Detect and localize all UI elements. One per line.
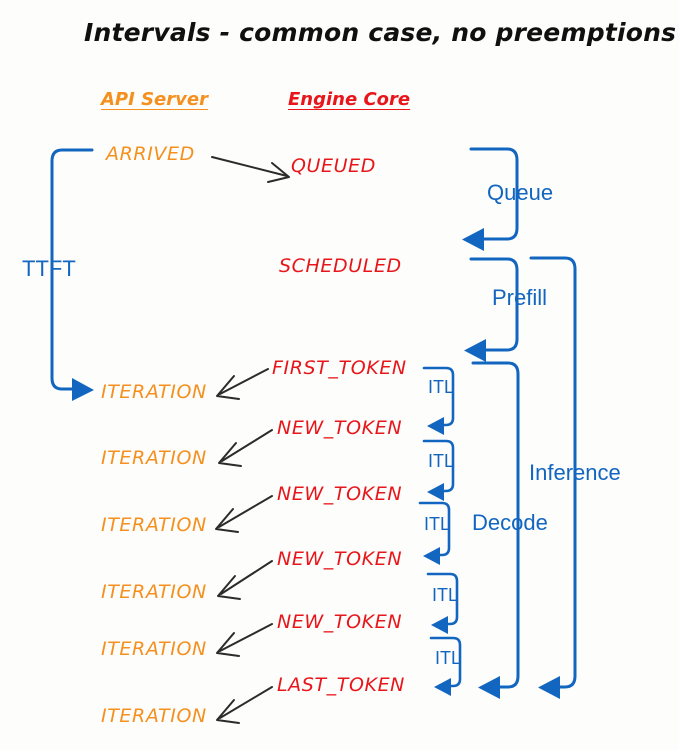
bracket-prefill <box>464 257 519 362</box>
engine-state-new-token-2: NEW_TOKEN <box>277 483 403 505</box>
interval-label-queue: Queue <box>487 180 554 205</box>
api-state-iteration-4: ITERATION <box>101 581 207 603</box>
arrow-last-token-to-iteration <box>216 686 273 724</box>
bracket-inference <box>529 256 577 699</box>
itl-label-1: ITL <box>428 377 455 397</box>
arrow-new-token-3-to-iteration <box>217 560 273 600</box>
itl-label-2: ITL <box>428 451 455 471</box>
engine-state-new-token-1: NEW_TOKEN <box>277 417 403 439</box>
itl-label-3: ITL <box>424 514 451 534</box>
engine-state-scheduled: SCHEDULED <box>279 255 402 277</box>
interval-label-prefill: Prefill <box>492 285 548 310</box>
bracket-queue <box>462 147 519 251</box>
column-header-api-server: API Server <box>101 89 208 110</box>
bracket-itl-3 <box>418 501 451 565</box>
arrow-new-token-4-to-iteration <box>216 623 273 657</box>
engine-state-last-token: LAST_TOKEN <box>277 674 405 696</box>
column-header-engine-core: Engine Core <box>288 89 411 110</box>
api-state-iteration-1: ITERATION <box>101 381 207 403</box>
engine-state-new-token-4: NEW_TOKEN <box>277 611 403 633</box>
arrow-first-token-to-iteration <box>216 368 269 400</box>
arrow-new-token-2-to-iteration <box>215 495 273 533</box>
interval-label-decode: Decode <box>472 510 548 535</box>
bracket-itl-4 <box>426 572 459 634</box>
itl-label-5: ITL <box>435 648 462 668</box>
engine-state-queued: QUEUED <box>291 155 377 177</box>
engine-state-new-token-3: NEW_TOKEN <box>277 548 403 570</box>
api-state-iteration-3: ITERATION <box>101 514 207 536</box>
interval-label-ttft: TTFT <box>22 256 76 281</box>
api-state-iteration-6: ITERATION <box>101 705 207 727</box>
itl-label-4: ITL <box>432 585 459 605</box>
api-state-iteration-2: ITERATION <box>101 447 207 469</box>
bracket-decode <box>471 361 520 699</box>
diagram-title: Intervals - common case, no preemptions <box>84 18 677 47</box>
bracket-ttft <box>50 148 94 401</box>
engine-state-first-token: FIRST_TOKEN <box>272 357 407 379</box>
bracket-itl-1 <box>422 366 455 435</box>
bracket-itl-2 <box>422 439 455 501</box>
api-state-iteration-5: ITERATION <box>101 638 207 660</box>
arrow-new-token-1-to-iteration <box>218 429 273 467</box>
bracket-itl-5 <box>429 636 462 696</box>
api-state-arrived: ARRIVED <box>106 143 195 165</box>
arrow-arrived-to-queued <box>211 156 290 183</box>
